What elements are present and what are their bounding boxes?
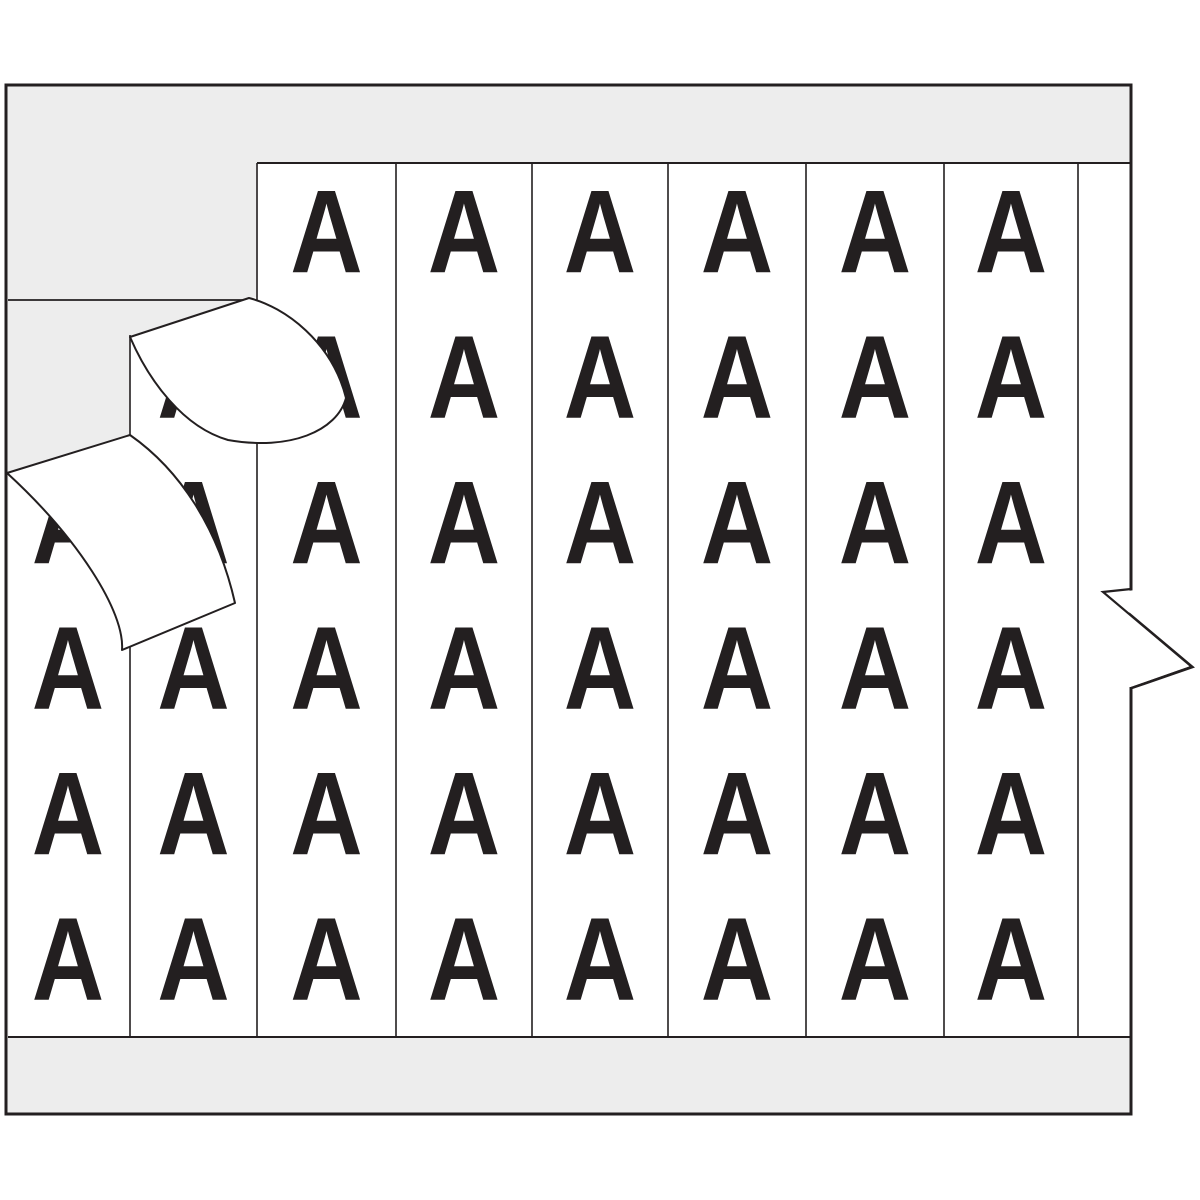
marker-letter: A xyxy=(975,166,1047,297)
marker-letter: A xyxy=(157,894,229,1025)
marker-letter: A xyxy=(564,457,636,588)
marker-letter: A xyxy=(157,748,229,879)
marker-letter: A xyxy=(975,603,1047,734)
marker-letter: A xyxy=(839,748,911,879)
marker-letter: A xyxy=(32,603,104,734)
peeled-liner-area xyxy=(8,161,258,474)
marker-letter: A xyxy=(564,894,636,1025)
marker-letter: A xyxy=(290,748,362,879)
notch-interior xyxy=(1103,589,1190,687)
marker-letter: A xyxy=(428,748,500,879)
marker-letter: A xyxy=(839,457,911,588)
marker-letter: A xyxy=(428,603,500,734)
marker-letter: A xyxy=(290,603,362,734)
marker-letter: A xyxy=(839,894,911,1025)
marker-letter: A xyxy=(975,748,1047,879)
marker-letter: A xyxy=(839,166,911,297)
marker-letter: A xyxy=(701,457,773,588)
marker-letter: A xyxy=(975,457,1047,588)
marker-letter: A xyxy=(564,603,636,734)
marker-letter: A xyxy=(564,748,636,879)
marker-letter: A xyxy=(701,166,773,297)
marker-letter: A xyxy=(428,166,500,297)
marker-letter: A xyxy=(701,603,773,734)
peeled-label-flap-lower xyxy=(6,434,236,651)
marker-letter: A xyxy=(701,748,773,879)
marker-letter: A xyxy=(290,457,362,588)
marker-letter: A xyxy=(564,166,636,297)
marker-letter: A xyxy=(839,312,911,443)
marker-letter: A xyxy=(839,603,911,734)
marker-letter: A xyxy=(290,166,362,297)
marker-letter: A xyxy=(975,894,1047,1025)
marker-letter: A xyxy=(428,312,500,443)
marker-letter: A xyxy=(428,457,500,588)
marker-letter: A xyxy=(290,894,362,1025)
peeled-label-flap-upper xyxy=(129,297,347,444)
notch-outline xyxy=(1100,587,1195,690)
marker-letter: A xyxy=(32,894,104,1025)
marker-letter: A xyxy=(975,312,1047,443)
marker-letter: A xyxy=(701,894,773,1025)
marker-letter: A xyxy=(32,748,104,879)
marker-letter: A xyxy=(701,312,773,443)
marker-letter: A xyxy=(428,894,500,1025)
marker-letter: A xyxy=(564,312,636,443)
